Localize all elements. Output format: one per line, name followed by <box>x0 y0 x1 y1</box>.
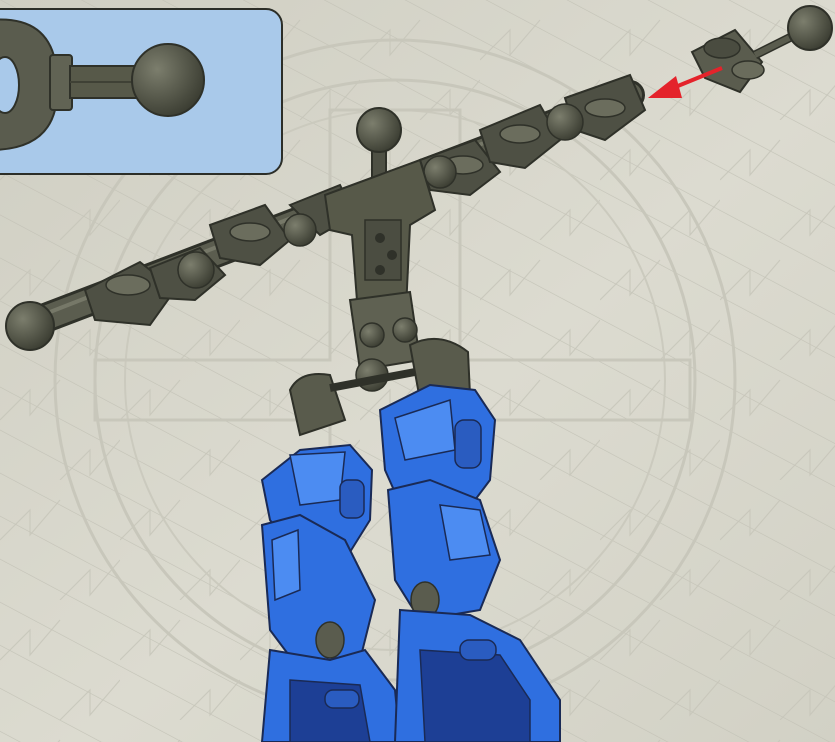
torso <box>323 158 437 372</box>
ball-joint-part-icon <box>0 8 283 175</box>
arm-segment-part-icon <box>690 5 833 94</box>
red-arrow-icon <box>648 66 723 98</box>
robot-figure-model <box>5 73 647 742</box>
left-leg <box>260 443 402 742</box>
right-leg <box>378 383 561 742</box>
hip-joints <box>288 337 472 437</box>
